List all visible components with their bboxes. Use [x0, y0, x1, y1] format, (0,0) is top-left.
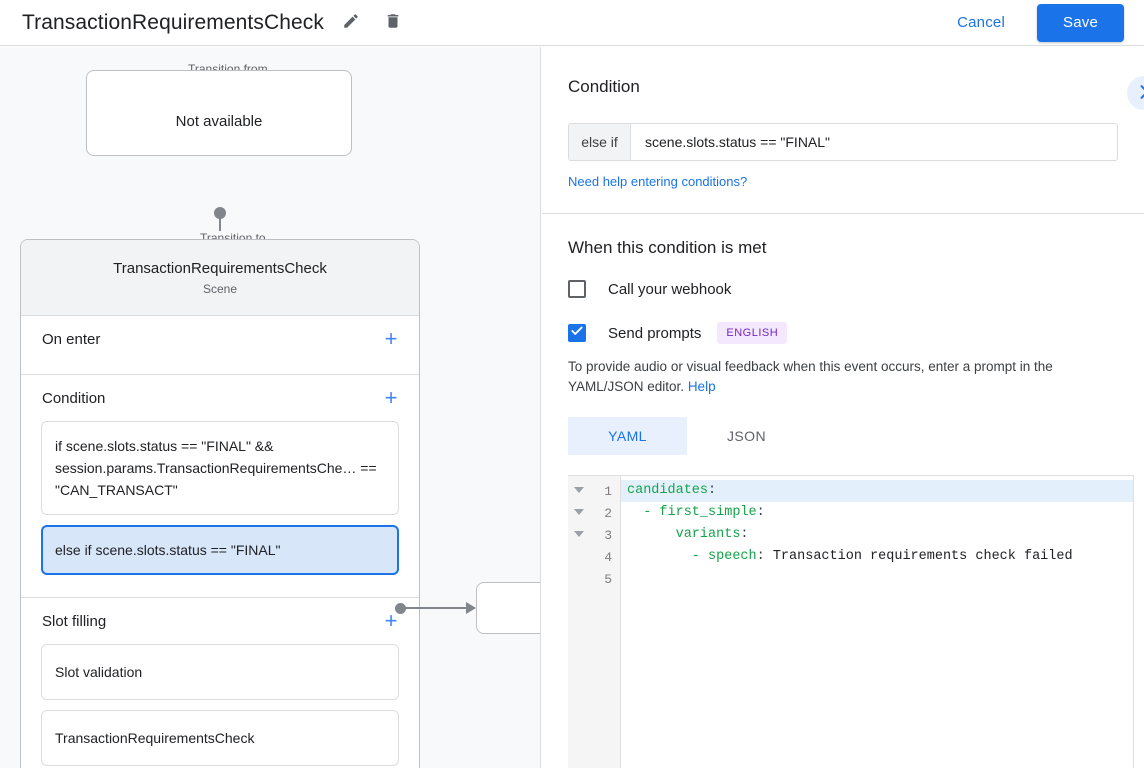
condition-input[interactable]: [631, 124, 1117, 160]
checkmark-icon: [570, 324, 584, 343]
language-badge: ENGLISH: [717, 322, 788, 344]
editor-code-area[interactable]: candidates: - first_simple: variants: - …: [621, 476, 1134, 768]
section-title-on-enter: On enter: [42, 330, 101, 348]
code-token: :: [708, 483, 717, 498]
line-number: 1: [604, 483, 612, 499]
section-header-condition: Condition +: [21, 375, 419, 421]
code-line[interactable]: candidates:: [621, 480, 1133, 502]
call-webhook-label: Call your webhook: [608, 280, 732, 298]
tab-json[interactable]: JSON: [687, 417, 806, 455]
slot-filling-item-transaction-requirements-check[interactable]: TransactionRequirementsCheck: [41, 710, 399, 766]
call-webhook-checkbox[interactable]: [568, 280, 586, 298]
code-token: speech: [708, 549, 757, 564]
line-number: 3: [604, 527, 612, 543]
connector-arrow-right-icon: [466, 602, 476, 614]
add-on-enter-button[interactable]: +: [379, 327, 403, 351]
gutter-row: 3: [568, 524, 620, 546]
add-condition-button[interactable]: +: [379, 386, 403, 410]
section-title-condition: Condition: [42, 389, 106, 407]
yaml-code-editor[interactable]: 1 2 3 4 5 candidates: - first_simple: varian…: [568, 475, 1134, 768]
gutter-row: 1: [568, 480, 620, 502]
condition-item-if[interactable]: if scene.slots.status == "FINAL" && sess…: [41, 421, 399, 515]
chevron-right-icon: [1134, 82, 1144, 105]
section-on-enter: On enter +: [21, 316, 419, 375]
send-prompts-checkbox[interactable]: [568, 324, 586, 342]
send-prompts-description: To provide audio or visual feedback when…: [568, 357, 1118, 397]
fold-triangle-icon[interactable]: [574, 531, 584, 537]
save-button[interactable]: Save: [1037, 3, 1124, 42]
code-token: Transaction requirements check failed: [772, 549, 1073, 564]
condition-section: Condition else if Need help entering con…: [542, 47, 1144, 214]
send-prompts-description-text: To provide audio or visual feedback when…: [568, 359, 1053, 394]
code-line[interactable]: [621, 568, 1133, 590]
section-header-on-enter: On enter +: [21, 316, 419, 362]
connector-dot-right: [395, 603, 406, 614]
line-number: 2: [604, 505, 612, 521]
when-condition-met-section: When this condition is met Call your web…: [542, 214, 1144, 455]
condition-heading: Condition: [568, 77, 640, 96]
delete-button[interactable]: [378, 8, 408, 38]
add-slot-filling-button[interactable]: +: [379, 609, 403, 633]
code-token: :: [740, 527, 749, 542]
code-token: -: [627, 549, 709, 564]
code-token: candidates: [627, 483, 709, 498]
gutter-row: 4: [568, 546, 620, 568]
send-prompts-row[interactable]: Send prompts ENGLISH: [568, 322, 1118, 344]
pencil-icon: [342, 12, 360, 33]
scene-card[interactable]: TransactionRequirementsCheck Scene On en…: [20, 239, 420, 768]
flow-canvas[interactable]: Transition from Not available Transition…: [0, 47, 541, 768]
code-line[interactable]: - speech: Transaction requirements check…: [621, 546, 1133, 568]
gutter-row: 5: [568, 568, 620, 590]
page-title: TransactionRequirementsCheck: [22, 10, 324, 34]
scene-name: TransactionRequirementsCheck: [113, 259, 327, 277]
section-title-slot-filling: Slot filling: [42, 612, 107, 630]
transition-from-box: Not available: [86, 70, 352, 156]
tab-yaml[interactable]: YAML: [568, 417, 687, 455]
slot-filling-item-slot-validation[interactable]: Slot validation: [41, 644, 399, 700]
scene-card-header: TransactionRequirementsCheck Scene: [21, 240, 419, 316]
fold-triangle-icon[interactable]: [574, 509, 584, 515]
webhook-row[interactable]: Call your webhook: [568, 280, 1118, 298]
section-slot-filling: Slot filling + Slot validation Transacti…: [21, 598, 419, 768]
code-token: [627, 527, 676, 542]
next-node-card[interactable]: [476, 582, 540, 634]
gutter-row: 2: [568, 502, 620, 524]
expand-panel-button[interactable]: [1127, 76, 1144, 110]
connector-line-horizontal: [405, 607, 469, 609]
section-header-slot-filling: Slot filling +: [21, 598, 419, 644]
line-number: 5: [604, 571, 612, 587]
scene-type: Scene: [202, 281, 238, 296]
line-number: 4: [604, 549, 612, 565]
trash-icon: [384, 12, 402, 33]
code-token: :: [756, 505, 765, 520]
code-line[interactable]: variants:: [621, 524, 1133, 546]
condition-input-row: else if: [568, 123, 1118, 161]
edit-title-button[interactable]: [336, 8, 366, 38]
code-token: first_simple: [659, 505, 757, 520]
send-prompts-help-link[interactable]: Help: [687, 379, 716, 394]
condition-help-link[interactable]: Need help entering conditions?: [568, 174, 748, 189]
editor-format-tabs: YAML JSON: [568, 417, 1118, 455]
details-panel: Condition else if Need help entering con…: [542, 47, 1144, 768]
code-line[interactable]: - first_simple:: [621, 502, 1133, 524]
transition-from-value: Not available: [175, 113, 263, 130]
editor-gutter: 1 2 3 4 5: [568, 476, 621, 768]
cancel-button[interactable]: Cancel: [947, 6, 1015, 39]
fold-triangle-icon[interactable]: [574, 487, 584, 493]
send-prompts-label: Send prompts: [608, 324, 702, 342]
code-token: -: [627, 505, 660, 520]
section-condition: Condition + if scene.slots.status == "FI…: [21, 375, 419, 598]
condition-prefix-label: else if: [569, 124, 631, 160]
code-token: :: [756, 549, 773, 564]
condition-item-else-if[interactable]: else if scene.slots.status == "FINAL": [41, 525, 399, 575]
code-token: variants: [675, 527, 741, 542]
app-header: TransactionRequirementsCheck Cancel Save: [0, 0, 1144, 46]
when-met-heading: When this condition is met: [568, 238, 767, 257]
